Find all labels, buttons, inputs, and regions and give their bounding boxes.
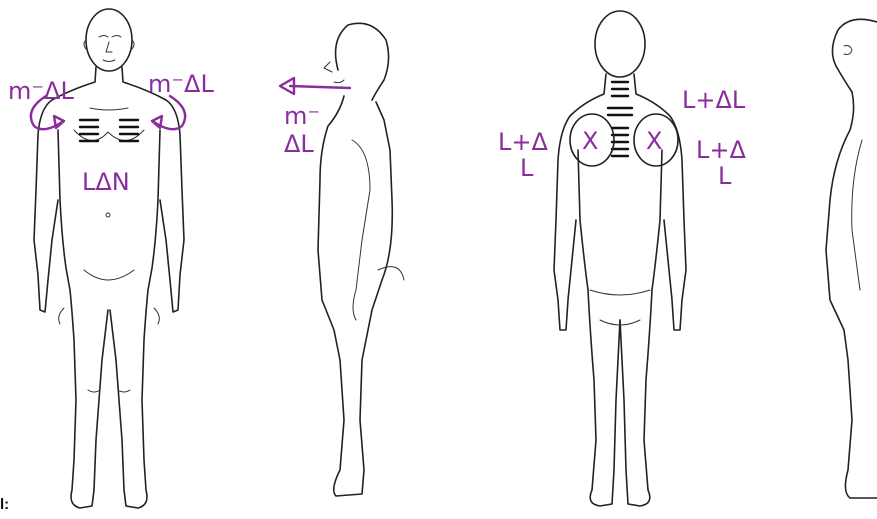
side-view-figure-right: [826, 19, 877, 498]
back-hatch-spine: [608, 82, 632, 156]
back-right-annotation-top: L+Δ: [696, 136, 746, 164]
front-right-annotation: m⁻ΔL: [148, 70, 214, 98]
back-left-x: X: [582, 127, 598, 155]
front-torso-annotation: LΔN: [82, 168, 130, 196]
side-annotation-m: m⁻: [284, 102, 320, 130]
side-direction-arrow: [290, 86, 350, 88]
back-right-annotation-bottom: L: [718, 162, 732, 190]
side-view-figure-left: m⁻ ΔL: [280, 23, 404, 496]
side-annotation-dl: ΔL: [284, 130, 314, 158]
front-view-figure: m⁻ΔL m⁻ΔL LΔN: [8, 9, 214, 508]
back-upper-right-annotation: L+ΔL: [682, 86, 746, 114]
back-view-figure: X X L+ΔL L+Δ L L+Δ L: [498, 11, 746, 506]
front-right-rotation-arrow: [154, 96, 185, 129]
front-left-annotation: m⁻ΔL: [8, 77, 74, 105]
back-right-x: X: [646, 127, 662, 155]
back-left-annotation-bottom: L: [520, 154, 534, 182]
corner-label: l:: [0, 496, 9, 513]
back-left-annotation-top: L+Δ: [498, 128, 548, 156]
